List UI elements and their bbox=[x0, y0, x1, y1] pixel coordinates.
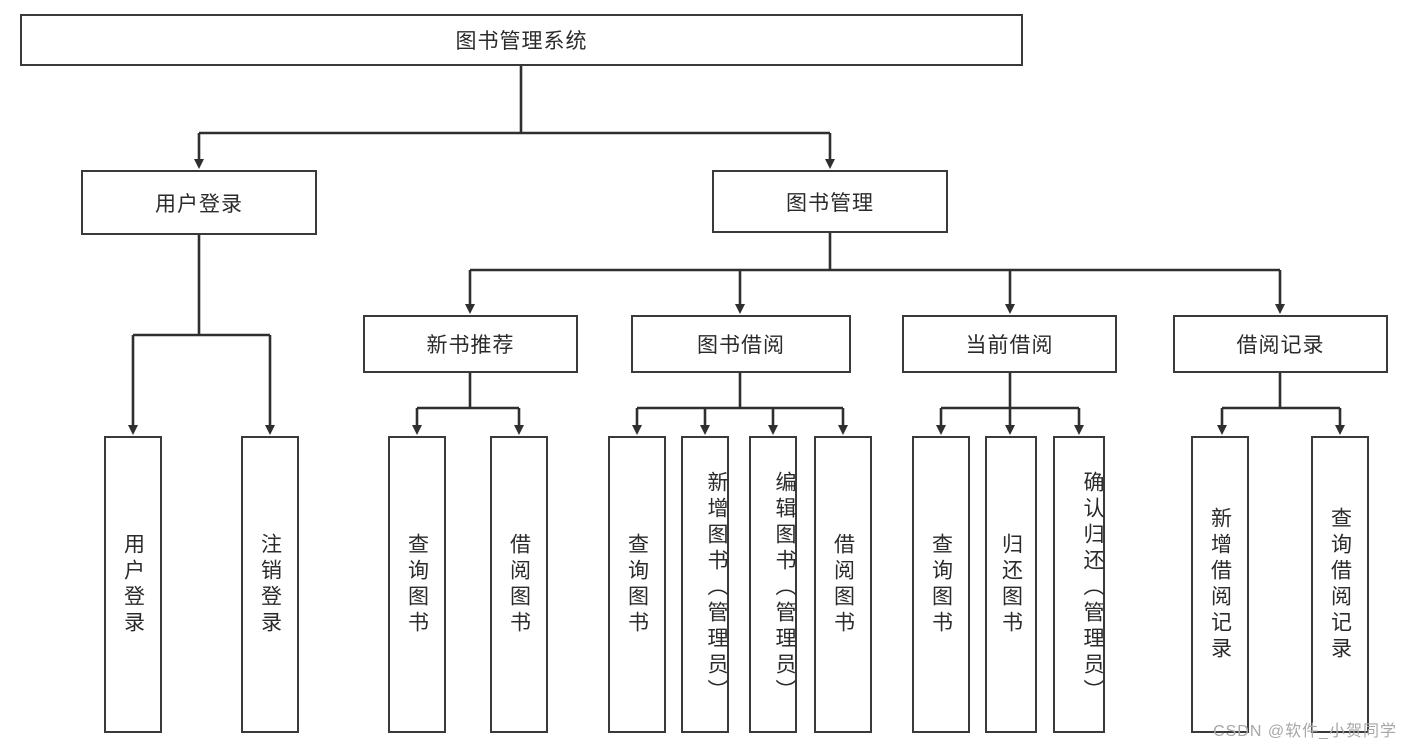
node-borrow-record[interactable]: 借阅记录 bbox=[1173, 315, 1388, 373]
leaf-borrow-book-recommend[interactable]: 借阅图书 bbox=[490, 436, 548, 733]
watermark: CSDN @软件_小贺同学 bbox=[1213, 723, 1397, 740]
leaf-query-book-recommend[interactable]: 查询图书 bbox=[388, 436, 446, 733]
node-user-login[interactable]: 用户登录 bbox=[81, 170, 317, 235]
leaf-add-borrow-record[interactable]: 新增借阅记录 bbox=[1191, 436, 1249, 733]
leaf-query-book-borrow[interactable]: 查询图书 bbox=[608, 436, 666, 733]
node-root[interactable]: 图书管理系统 bbox=[20, 14, 1023, 66]
leaf-user-login[interactable]: 用户登录 bbox=[104, 436, 162, 733]
leaf-query-borrow-record[interactable]: 查询借阅记录 bbox=[1311, 436, 1369, 733]
leaf-add-book-admin[interactable]: 新增图书（管理员） bbox=[681, 436, 729, 733]
leaf-borrow-book[interactable]: 借阅图书 bbox=[814, 436, 872, 733]
leaf-query-book-current[interactable]: 查询图书 bbox=[912, 436, 970, 733]
leaf-edit-book-admin[interactable]: 编辑图书（管理员） bbox=[749, 436, 797, 733]
leaf-confirm-return-admin[interactable]: 确认归还（管理员） bbox=[1053, 436, 1105, 733]
node-new-book-recommend[interactable]: 新书推荐 bbox=[363, 315, 578, 373]
node-book-borrow[interactable]: 图书借阅 bbox=[631, 315, 851, 373]
node-book-management[interactable]: 图书管理 bbox=[712, 170, 948, 233]
leaf-logout[interactable]: 注销登录 bbox=[241, 436, 299, 733]
leaf-return-book[interactable]: 归还图书 bbox=[985, 436, 1037, 733]
node-current-borrow[interactable]: 当前借阅 bbox=[902, 315, 1117, 373]
